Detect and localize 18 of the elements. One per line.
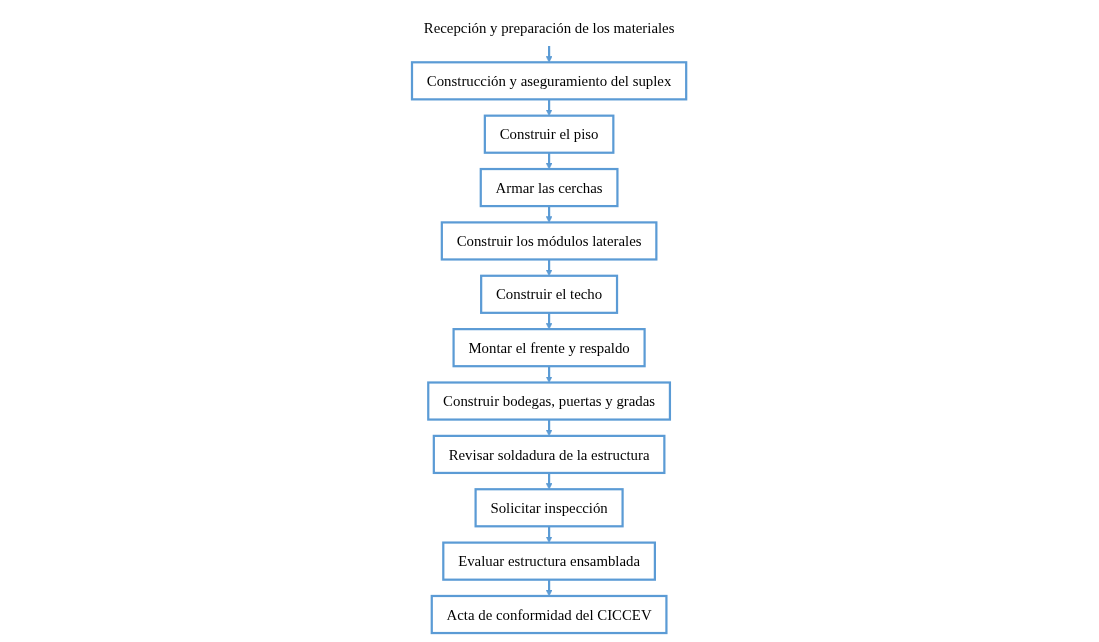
node-box: Acta de conformidad del CICCEV [431, 594, 668, 635]
node-box: Solicitar inspección [474, 488, 625, 528]
node-box: Evaluar estructura ensamblada [442, 541, 657, 581]
arrow [546, 46, 553, 63]
node-box: Revisar soldadura de la estructura [433, 434, 666, 475]
node-box: Construir bodegas, puertas y gradas [427, 381, 672, 421]
arrow [546, 99, 553, 116]
node-box: Construir los módulos laterales [441, 221, 658, 261]
arrow [546, 526, 553, 543]
node-box: Construir el piso [484, 114, 615, 154]
node-box: Montar el frente y respaldo [452, 328, 647, 368]
arrow [546, 312, 553, 330]
node-box: Construcción y aseguramiento del suplex [411, 61, 688, 101]
arrow [546, 366, 553, 383]
node-box: Construir el techo [480, 274, 619, 314]
node-text: Recepción y preparación de los materiales [424, 19, 675, 36]
arrow [546, 206, 553, 223]
node-box: Armar las cerchas [480, 167, 619, 208]
